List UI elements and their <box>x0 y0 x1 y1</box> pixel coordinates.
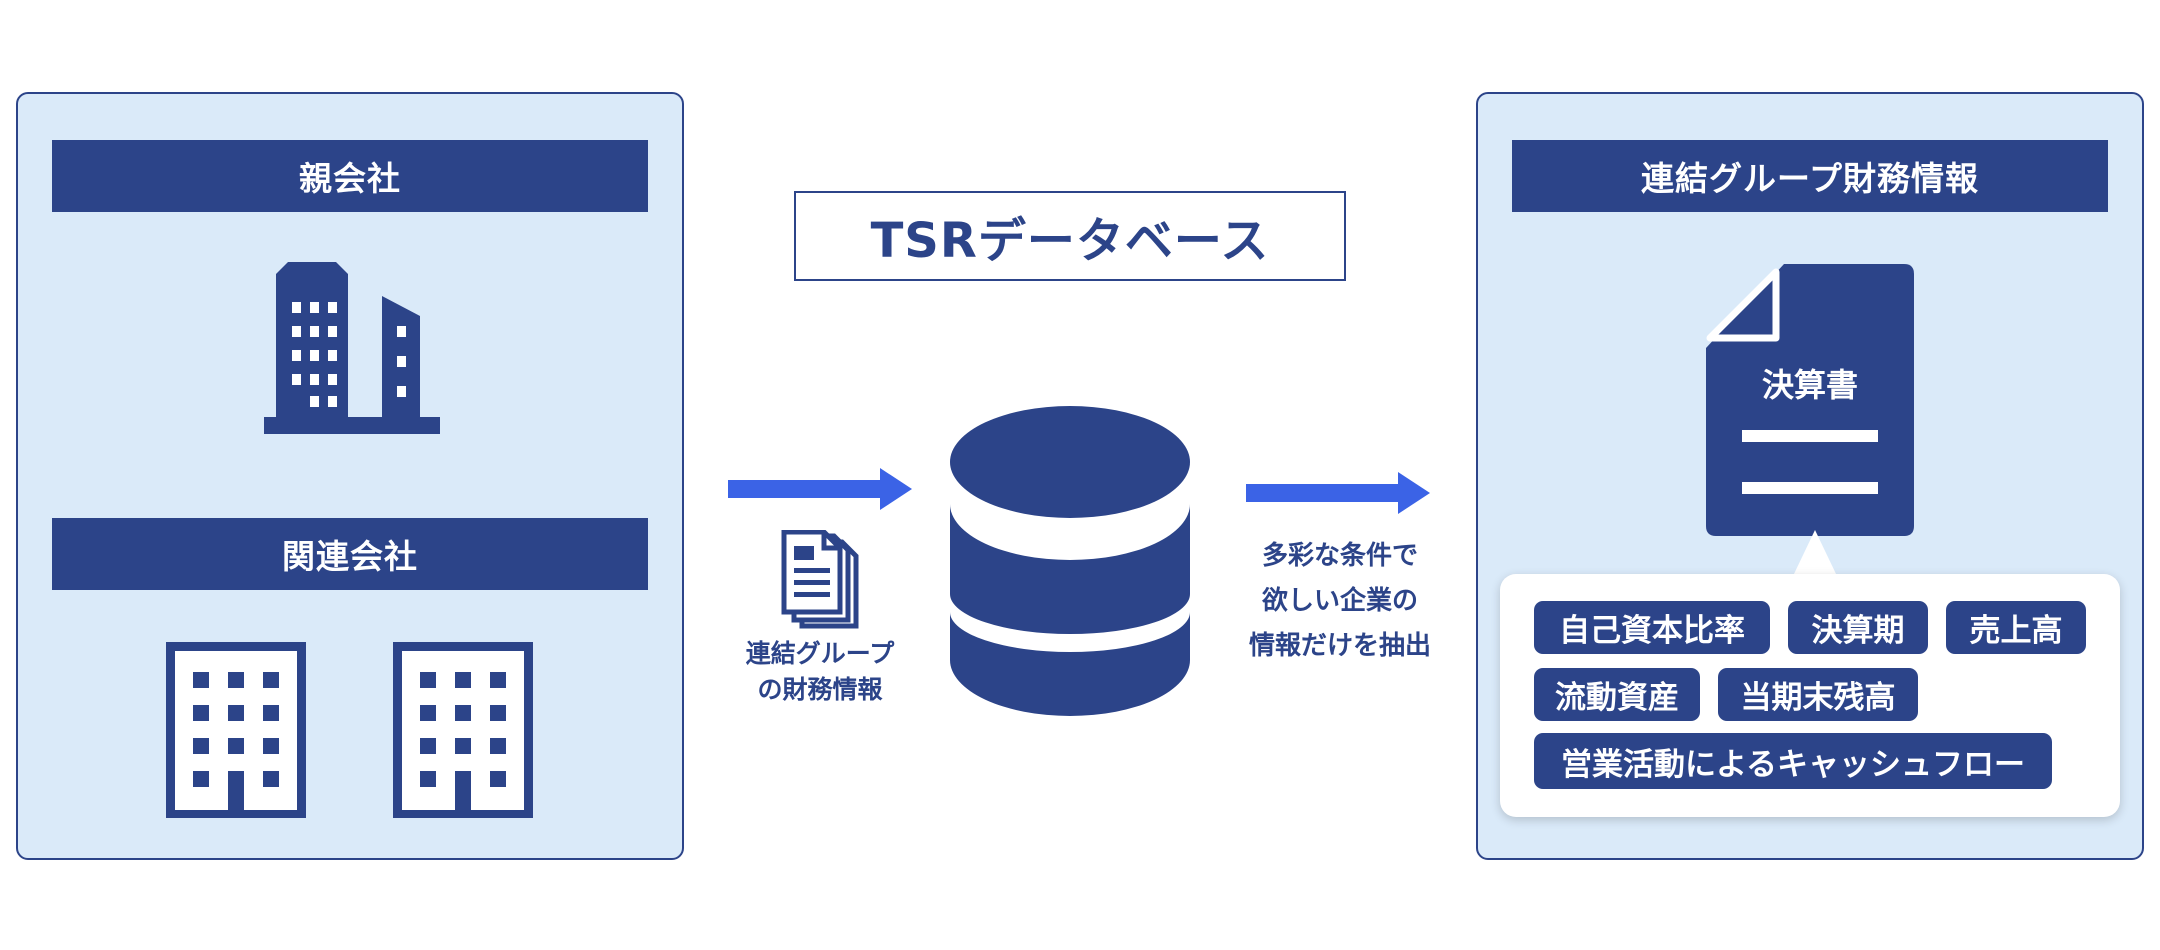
financial-statement-label: 決算書 <box>1761 366 1858 404</box>
item-chip: 自己資本比率 <box>1534 601 1770 654</box>
item-chip: 売上高 <box>1946 601 2086 654</box>
input-caption: 連結グループ の財務情報 <box>720 636 920 708</box>
output-caption-line: 欲しい企業の <box>1261 586 1418 616</box>
output-caption-line: 情報だけを抽出 <box>1248 631 1431 661</box>
parent-company-header: 親会社 <box>52 140 648 212</box>
arrow-right-icon <box>1246 472 1430 514</box>
documents-icon <box>781 530 859 629</box>
office-tower-icon <box>264 262 440 434</box>
item-chip: 流動資産 <box>1534 668 1700 721</box>
office-building-icon <box>393 642 533 818</box>
output-caption-line: 多彩な条件で <box>1261 541 1418 571</box>
consolidated-financials-header: 連結グループ財務情報 <box>1512 140 2108 212</box>
item-chip: 決算期 <box>1788 601 1928 654</box>
speech-bubble-tail <box>1793 530 1837 576</box>
office-building-icon <box>166 642 306 818</box>
related-company-header: 関連会社 <box>52 518 648 590</box>
input-caption-line: 連結グループ <box>745 639 895 668</box>
database-icon <box>950 406 1190 716</box>
database-title: TSRデータベース <box>794 191 1346 281</box>
financial-statement-icon <box>1706 264 1914 536</box>
arrow-right-icon <box>728 468 912 510</box>
item-chip: 営業活動によるキャッシュフロー <box>1534 733 2052 789</box>
output-caption: 多彩な条件で 欲しい企業の 情報だけを抽出 <box>1220 534 1460 669</box>
item-chip: 当期末残高 <box>1718 668 1918 721</box>
input-caption-line: の財務情報 <box>757 675 883 704</box>
source-companies-panel <box>16 92 684 860</box>
